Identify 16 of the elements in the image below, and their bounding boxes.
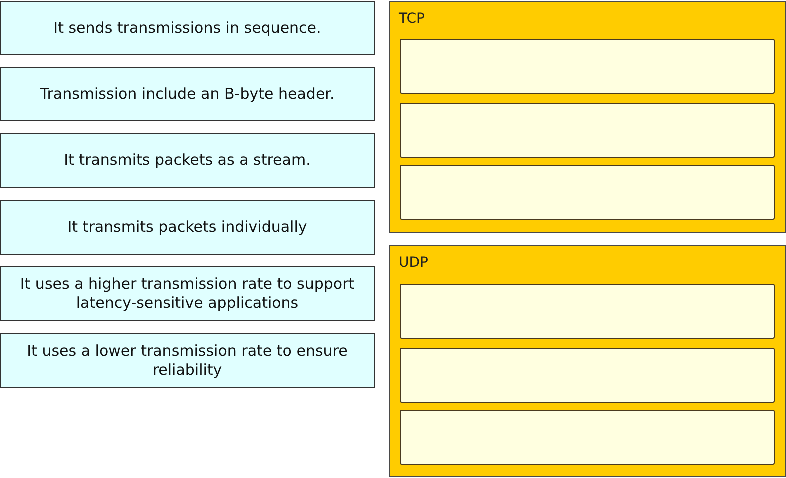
statement-card: It uses a higher transmission rate to support latency-sensitive applications (0, 266, 375, 321)
statement-card: Transmission include an B-byte header. (0, 67, 375, 121)
statement-card: It transmits packets individually (0, 200, 375, 255)
category-panel (389, 1, 786, 233)
panel-title: TCP (399, 11, 425, 28)
answer-box (400, 103, 775, 158)
category-panel (389, 245, 786, 477)
statement-card: It uses a lower transmission rate to ensure reliability (0, 333, 375, 388)
answer-box (400, 410, 775, 465)
statement-card: It sends transmissions in sequence. (0, 1, 375, 55)
answer-box (400, 348, 775, 403)
answer-box (400, 284, 775, 339)
panel-title: UDP (399, 255, 428, 272)
answer-box (400, 165, 775, 220)
statement-card: It transmits packets as a stream. (0, 133, 375, 188)
answer-box (400, 39, 775, 94)
